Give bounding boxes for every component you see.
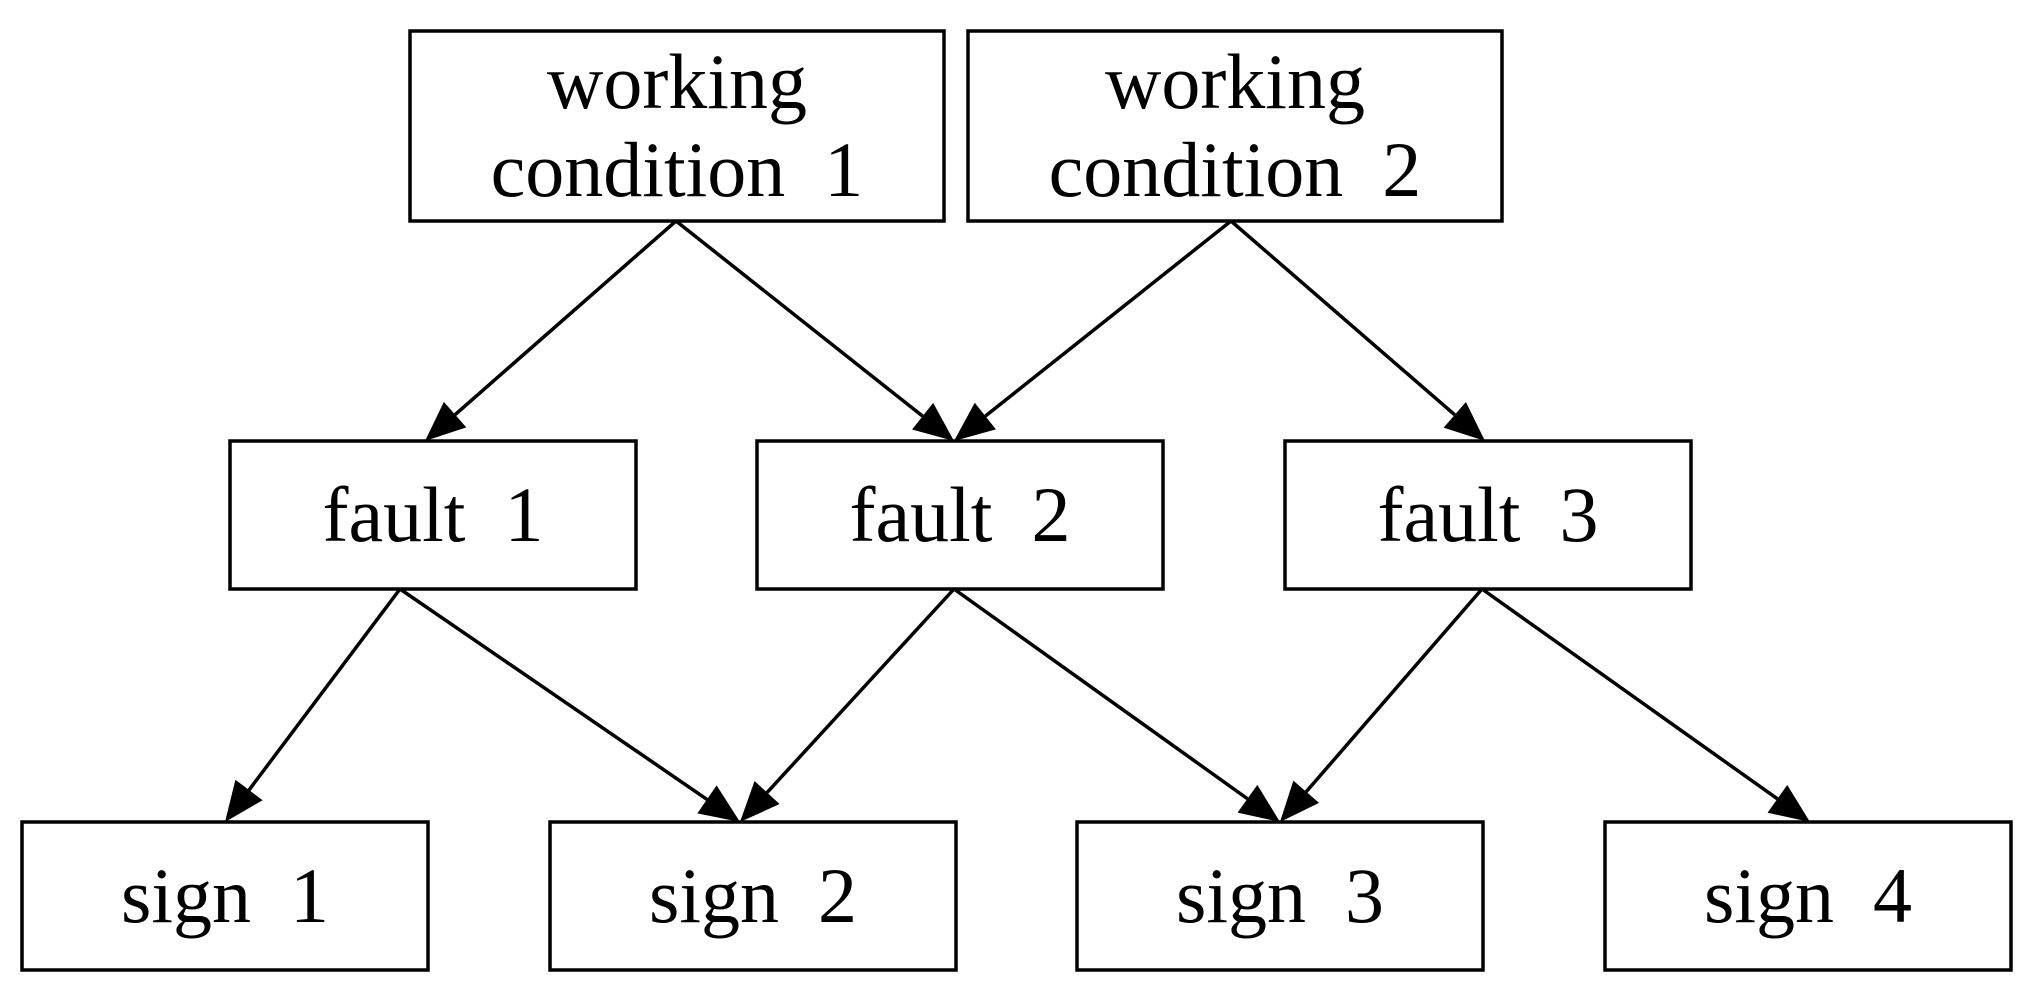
edge-wc1-f2 (674, 219, 954, 441)
edge-f2-s3 (952, 587, 1280, 822)
edge-line (952, 587, 1249, 801)
node-f3: fault 3 (1283, 439, 1693, 591)
edge-line (674, 219, 924, 418)
node-box (20, 820, 430, 972)
node-label: sign 3 (1176, 852, 1384, 939)
edge-line (247, 587, 402, 792)
edge-line (984, 219, 1233, 418)
node-box (1075, 820, 1485, 972)
node-f2: fault 2 (755, 439, 1165, 591)
node-box (966, 29, 1504, 223)
edge-f2-s2 (740, 587, 956, 822)
edge-wc2-f3 (1229, 219, 1485, 441)
node-label: condition 1 (491, 126, 864, 213)
node-box (408, 29, 946, 223)
edge-line (453, 219, 678, 416)
edges-layer (225, 219, 1810, 822)
node-box (548, 820, 958, 972)
node-s2: sign 2 (548, 820, 958, 972)
edge-wc2-f2 (954, 219, 1233, 441)
edge-line (1480, 587, 1779, 801)
arrowhead-icon (912, 402, 954, 441)
node-label: fault 3 (1378, 471, 1599, 558)
node-label: working (1105, 38, 1365, 125)
node-label: condition 2 (1049, 126, 1422, 213)
arrowhead-icon (740, 781, 780, 822)
edge-line (399, 587, 708, 801)
arrowhead-icon (1767, 784, 1810, 822)
arrowhead-icon (1280, 780, 1320, 822)
edge-f3-s4 (1480, 587, 1810, 822)
arrowhead-icon (1237, 784, 1280, 822)
arrowhead-icon (954, 402, 996, 441)
arrowhead-icon (225, 779, 263, 822)
node-label: sign 4 (1704, 852, 1912, 939)
edge-line (765, 587, 956, 794)
edge-line (1304, 587, 1484, 793)
node-box (228, 439, 638, 591)
node-label: fault 2 (850, 471, 1071, 558)
node-label: sign 1 (121, 852, 329, 939)
arrowhead-icon (697, 785, 740, 822)
node-box (1603, 820, 2013, 972)
edge-f1-s1 (225, 587, 402, 822)
node-label: working (547, 38, 807, 125)
edge-line (1229, 219, 1456, 417)
edge-f1-s2 (399, 587, 740, 822)
edge-wc1-f1 (425, 219, 678, 441)
arrowhead-icon (425, 401, 467, 441)
node-box (1283, 439, 1693, 591)
edge-f3-s3 (1280, 587, 1484, 822)
node-f1: fault 1 (228, 439, 638, 591)
node-s4: sign 4 (1603, 820, 2013, 972)
node-s3: sign 3 (1075, 820, 1485, 972)
node-box (755, 439, 1165, 591)
node-s1: sign 1 (20, 820, 430, 972)
node-label: fault 1 (323, 471, 544, 558)
arrowhead-icon (1443, 401, 1485, 441)
node-label: sign 2 (649, 852, 857, 939)
